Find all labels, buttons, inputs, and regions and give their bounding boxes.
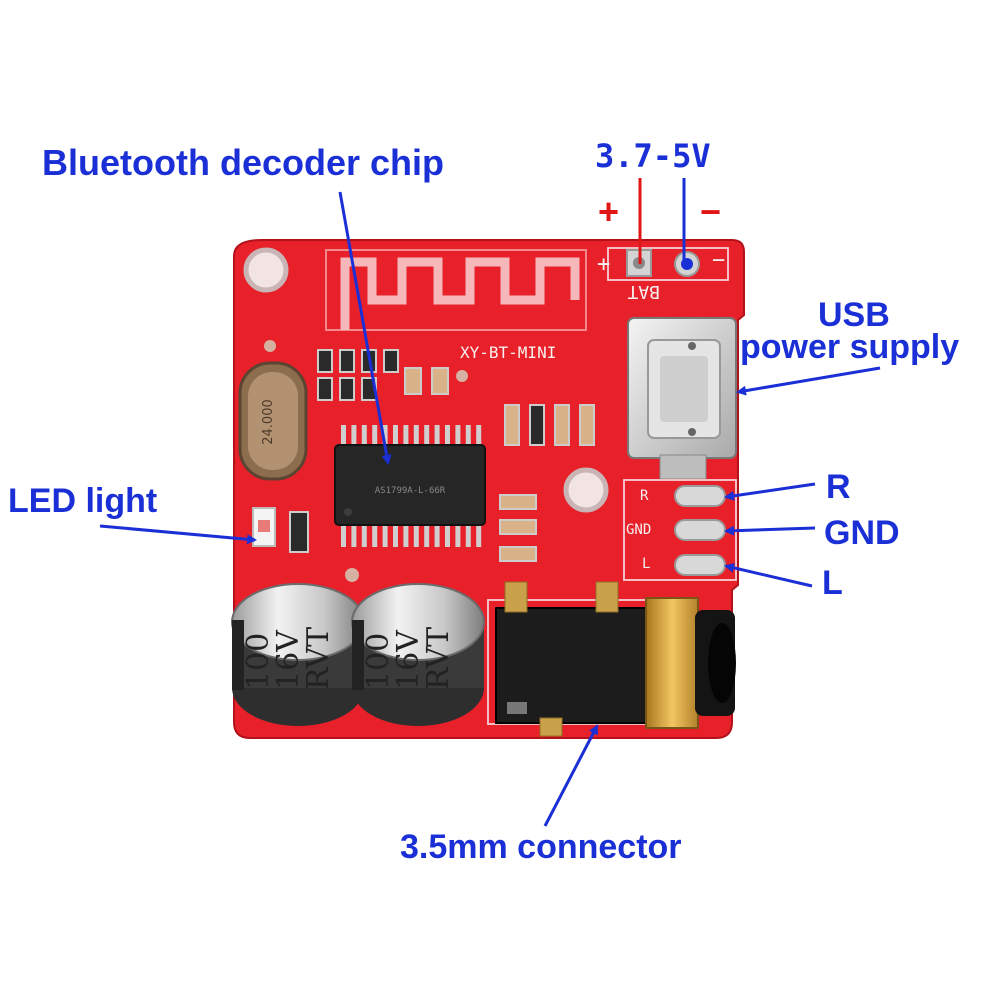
chip-pin xyxy=(382,521,388,547)
silk-bat: BAT xyxy=(627,281,660,302)
chip-pin xyxy=(476,521,482,547)
pad-l xyxy=(674,554,726,576)
chip-pin xyxy=(372,521,378,547)
r-arrow xyxy=(724,482,816,501)
svg-text:GND: GND xyxy=(626,522,651,538)
usb-port xyxy=(627,317,737,480)
capacitor-right xyxy=(351,583,485,726)
chip-pin xyxy=(341,521,346,547)
chip-pin xyxy=(465,425,471,449)
chip-pin xyxy=(361,425,367,449)
chip-pin xyxy=(455,425,461,449)
chip-pin xyxy=(465,521,471,547)
smd-components-mid xyxy=(289,494,537,562)
chip-arrow xyxy=(338,191,392,465)
chip-pin xyxy=(393,521,398,547)
chip-pin xyxy=(413,521,419,547)
svg-text:L: L xyxy=(642,556,650,572)
led-arrow xyxy=(99,524,257,545)
usb-arrow xyxy=(736,366,881,396)
chip-pin xyxy=(372,425,378,449)
label-gnd: GND xyxy=(824,514,900,552)
chip-pin xyxy=(445,425,450,449)
audio-jack xyxy=(487,581,736,737)
gnd-arrow xyxy=(724,525,816,536)
chip-pin xyxy=(434,521,440,547)
chip-pin xyxy=(424,521,430,547)
pad-r xyxy=(674,485,726,507)
label-3-5mm-connector: 3.5mm connector xyxy=(400,828,682,866)
mounting-hole xyxy=(563,467,609,513)
svg-text:+: + xyxy=(597,252,610,277)
chip-pin xyxy=(403,425,409,449)
chip-pin xyxy=(445,521,450,547)
chip-pin xyxy=(434,425,440,449)
chip-pin xyxy=(413,425,419,449)
cap-left-text: 100 16V RVT xyxy=(241,621,336,690)
chip-pin xyxy=(403,521,409,547)
label-r: R xyxy=(826,468,851,506)
label-bluetooth-decoder-chip: Bluetooth decoder chip xyxy=(42,142,445,183)
chip-pin xyxy=(361,521,367,547)
chip-pin xyxy=(341,425,346,449)
antenna-area xyxy=(325,249,587,331)
label-minus: − xyxy=(700,191,722,232)
chip-pin xyxy=(455,521,461,547)
crystal-text: 24.000 xyxy=(261,399,276,445)
svg-text:−: − xyxy=(712,248,725,273)
chip-pin xyxy=(424,425,430,449)
svg-text:AS1799A-L-66R: AS1799A-L-66R xyxy=(375,486,446,496)
board-model-text: XY-BT-MINI xyxy=(460,343,556,362)
chip-pin xyxy=(351,521,357,547)
label-led-light: LED light xyxy=(8,482,158,520)
label-voltage: 3.7-5V xyxy=(595,137,711,175)
label-usb: USB xyxy=(818,296,890,334)
chip-pin xyxy=(393,425,398,449)
svg-text:R: R xyxy=(640,488,649,504)
chip-pin xyxy=(382,425,388,449)
decoder-chip: AS1799A-L-66R xyxy=(334,425,486,547)
l-arrow xyxy=(724,562,813,588)
cap-right-text: 100 16V RVT xyxy=(361,621,456,690)
mounting-hole xyxy=(243,247,289,293)
label-plus: + xyxy=(598,191,620,232)
label-power-supply: power supply xyxy=(740,328,960,366)
antenna-trace xyxy=(340,257,580,330)
chip-pin xyxy=(351,425,357,449)
connector-arrow xyxy=(543,724,599,827)
chip-pin xyxy=(476,425,482,449)
pad-gnd xyxy=(674,519,726,541)
label-l: L xyxy=(822,564,843,602)
